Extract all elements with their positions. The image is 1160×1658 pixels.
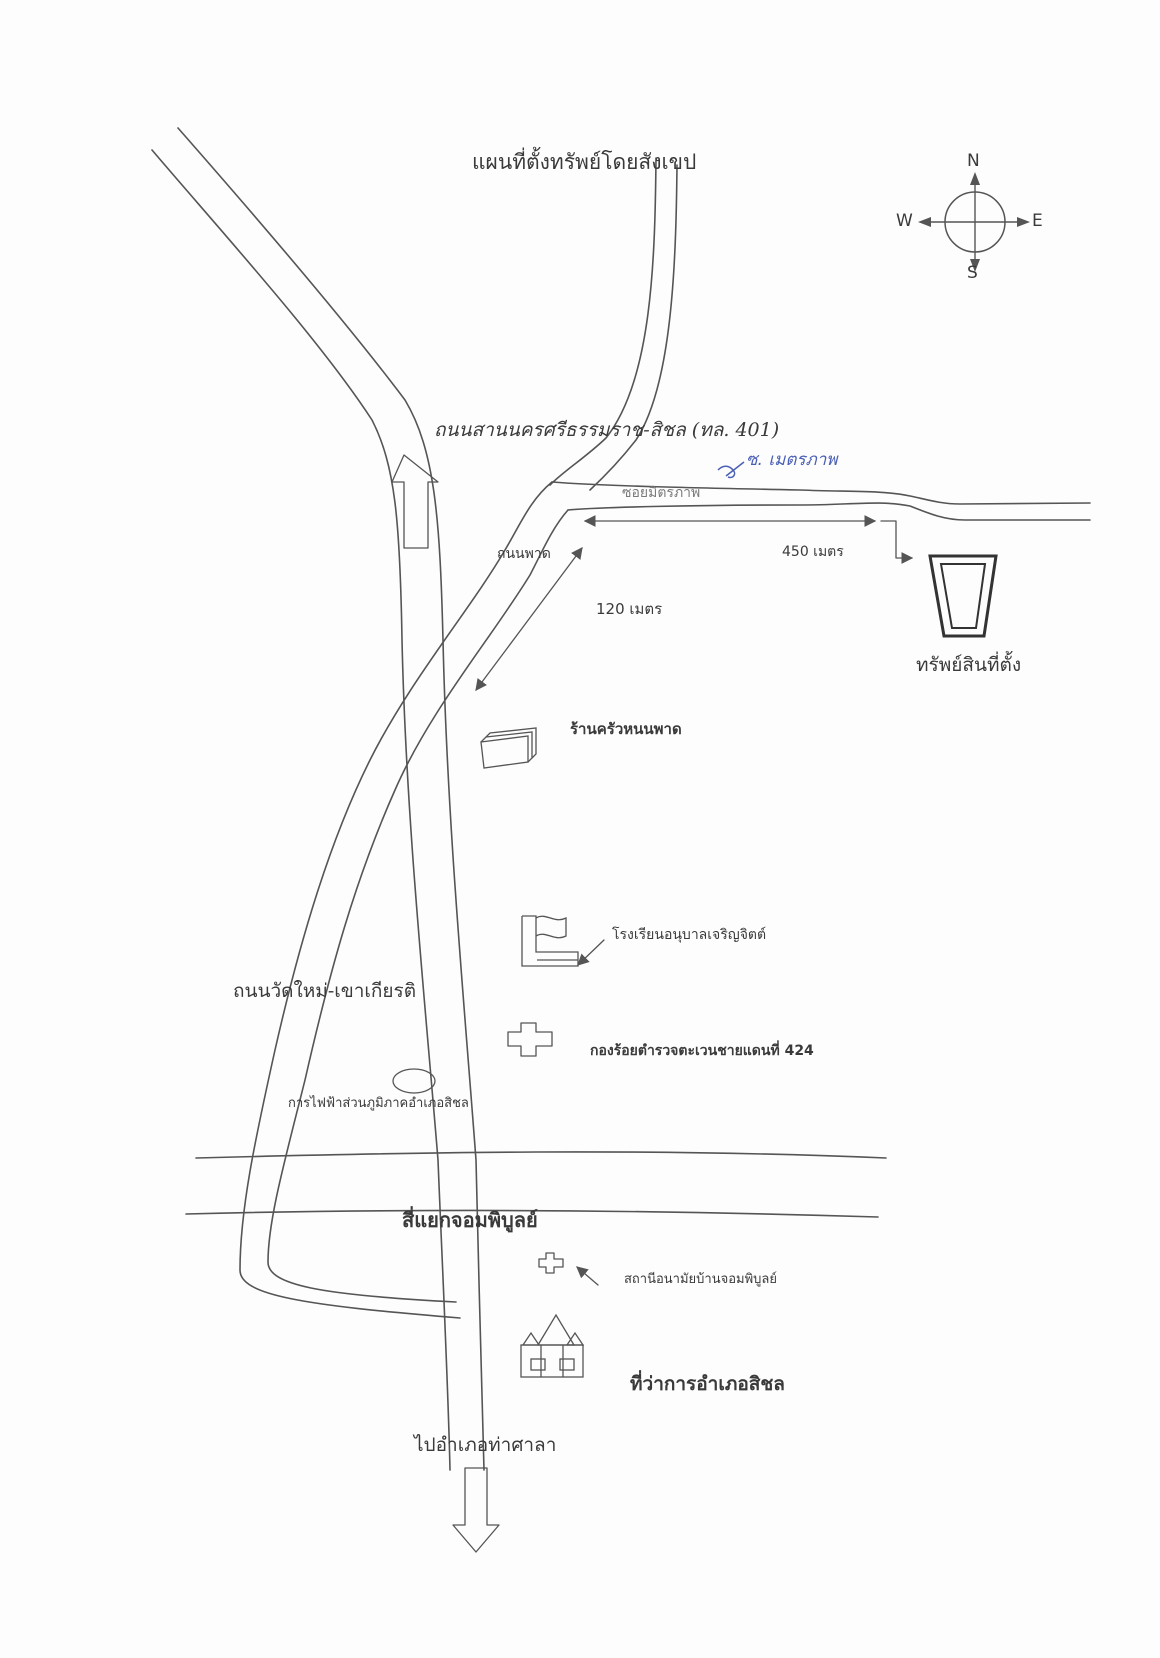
property-label: ทรัพย์สินที่ตั้ง [916,654,1022,676]
soi-label: ซอยมิตรภาพ [622,485,701,501]
kindergarten-label: โรงเรียนอนุบาลเจริญจิตต์ [612,927,767,943]
restaurant-label: ร้านครัวหนนพาด [570,720,682,738]
branch-road-left-edge [549,157,657,486]
cross-road-bottom-edge [185,1209,879,1218]
phat-road-outer-edge [239,481,553,1319]
health-station-pointer [576,1266,599,1286]
health-station-label: สถานีอนามัยบ้านจอมพิบูลย์ [624,1272,778,1287]
compass-east-label: E [1032,211,1043,231]
distance-120-line [475,547,583,691]
to-tha-sala-label: ไปอำเภอท่าศาลา [414,1434,557,1456]
main-road-right-edge [177,127,485,1471]
handwritten-check-mark [717,461,745,479]
property-icon [928,554,998,638]
school-icon [521,915,579,967]
cross-road-top-edge [195,1151,887,1159]
distance-120-label: 120 เมตร [596,600,663,618]
handwritten-note: ซ. เมตรภาพ [746,450,838,470]
electricity-office-label: การไฟฟ้าส่วนภูมิภาคอำเภอสิชล [288,1096,469,1111]
distance-450-label: 450 เมตร [782,544,844,560]
branch-road-right-edge [589,164,678,491]
compass-west-label: W [896,211,913,231]
wat-mai-road-label: ถนนวัดใหม่-เขาเกียรติ [233,980,417,1002]
map-title: แผนที่ตั้งทรัพย์โดยสังเขป [472,150,697,174]
bpp-cross-icon [507,1022,553,1057]
compass-north-label: N [967,151,980,171]
bpp-company-label: กองร้อยตำรวจตะเวนชายแดนที่ 424 [590,1043,814,1059]
district-office-icon [520,1313,585,1378]
compass-south-label: S [967,263,978,283]
north-direction-arrow [391,454,439,549]
compass-rose [918,172,1030,272]
district-office-label: ที่ว่าการอำเภอสิชล [630,1373,785,1395]
school-pointer [577,939,605,966]
main-road-left-edge [151,149,451,1471]
soi-road-top-edge [551,481,1091,505]
main-road-label: ถนนสานนครศรีธรรมราช-สิชล (ทล. 401) [434,419,780,441]
intersection-label: สี่แยกจอมพิบูลย์ [402,1208,538,1232]
property-pointer [880,520,914,564]
electricity-office-icon [392,1068,436,1094]
soi-road-bottom-edge [567,502,1091,521]
health-station-cross-icon [538,1252,564,1274]
south-direction-arrow [452,1467,500,1553]
nonphat-road-label: ถนนพาด [497,546,551,562]
restaurant-icon [480,727,537,769]
